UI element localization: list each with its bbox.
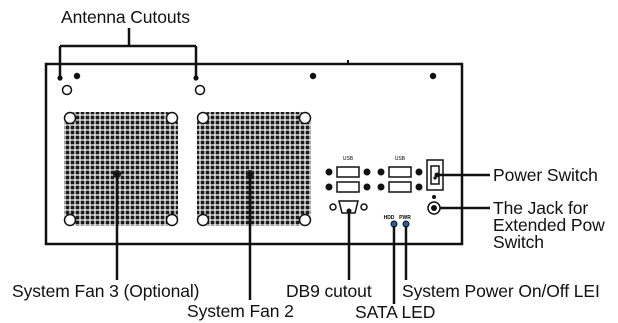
hdd-led-label: HDD <box>384 215 395 221</box>
antenna-cutout-right <box>193 75 206 96</box>
db9-connector <box>329 200 368 214</box>
usb-left-label: USB <box>343 156 354 162</box>
system-fan-3-grille <box>63 111 179 227</box>
top-screw-holes <box>73 72 437 80</box>
label-power-switch: Power Switch <box>493 165 598 185</box>
label-system-fan-2: System Fan 2 <box>187 301 294 321</box>
usb-block-right: USB <box>377 156 423 193</box>
antenna-leader <box>58 28 198 78</box>
usb-block-left: USB <box>325 156 371 193</box>
usb-right-label: USB <box>395 156 406 162</box>
label-system-fan-3: System Fan 3 (Optional) <box>12 281 200 301</box>
label-jack-line-2: Extended Pow <box>493 215 605 235</box>
leader-dots <box>114 171 440 214</box>
leader-lines <box>115 173 490 304</box>
label-jack-line-1: The Jack for <box>493 198 589 218</box>
label-jack-line-3: Switch <box>493 232 544 252</box>
system-fan-2-grille <box>196 111 312 227</box>
extended-power-jack <box>427 195 441 215</box>
label-antenna-cutouts: Antenna Cutouts <box>61 7 190 27</box>
label-db9-cutout: DB9 cutout <box>286 281 372 301</box>
status-leds: HDD PWR <box>384 215 411 228</box>
label-system-power-led: System Power On/Off LEI <box>402 282 600 300</box>
antenna-cutout-left <box>57 75 73 96</box>
label-sata-led: SATA LED <box>355 302 436 322</box>
pwr-led-label: PWR <box>399 215 411 221</box>
